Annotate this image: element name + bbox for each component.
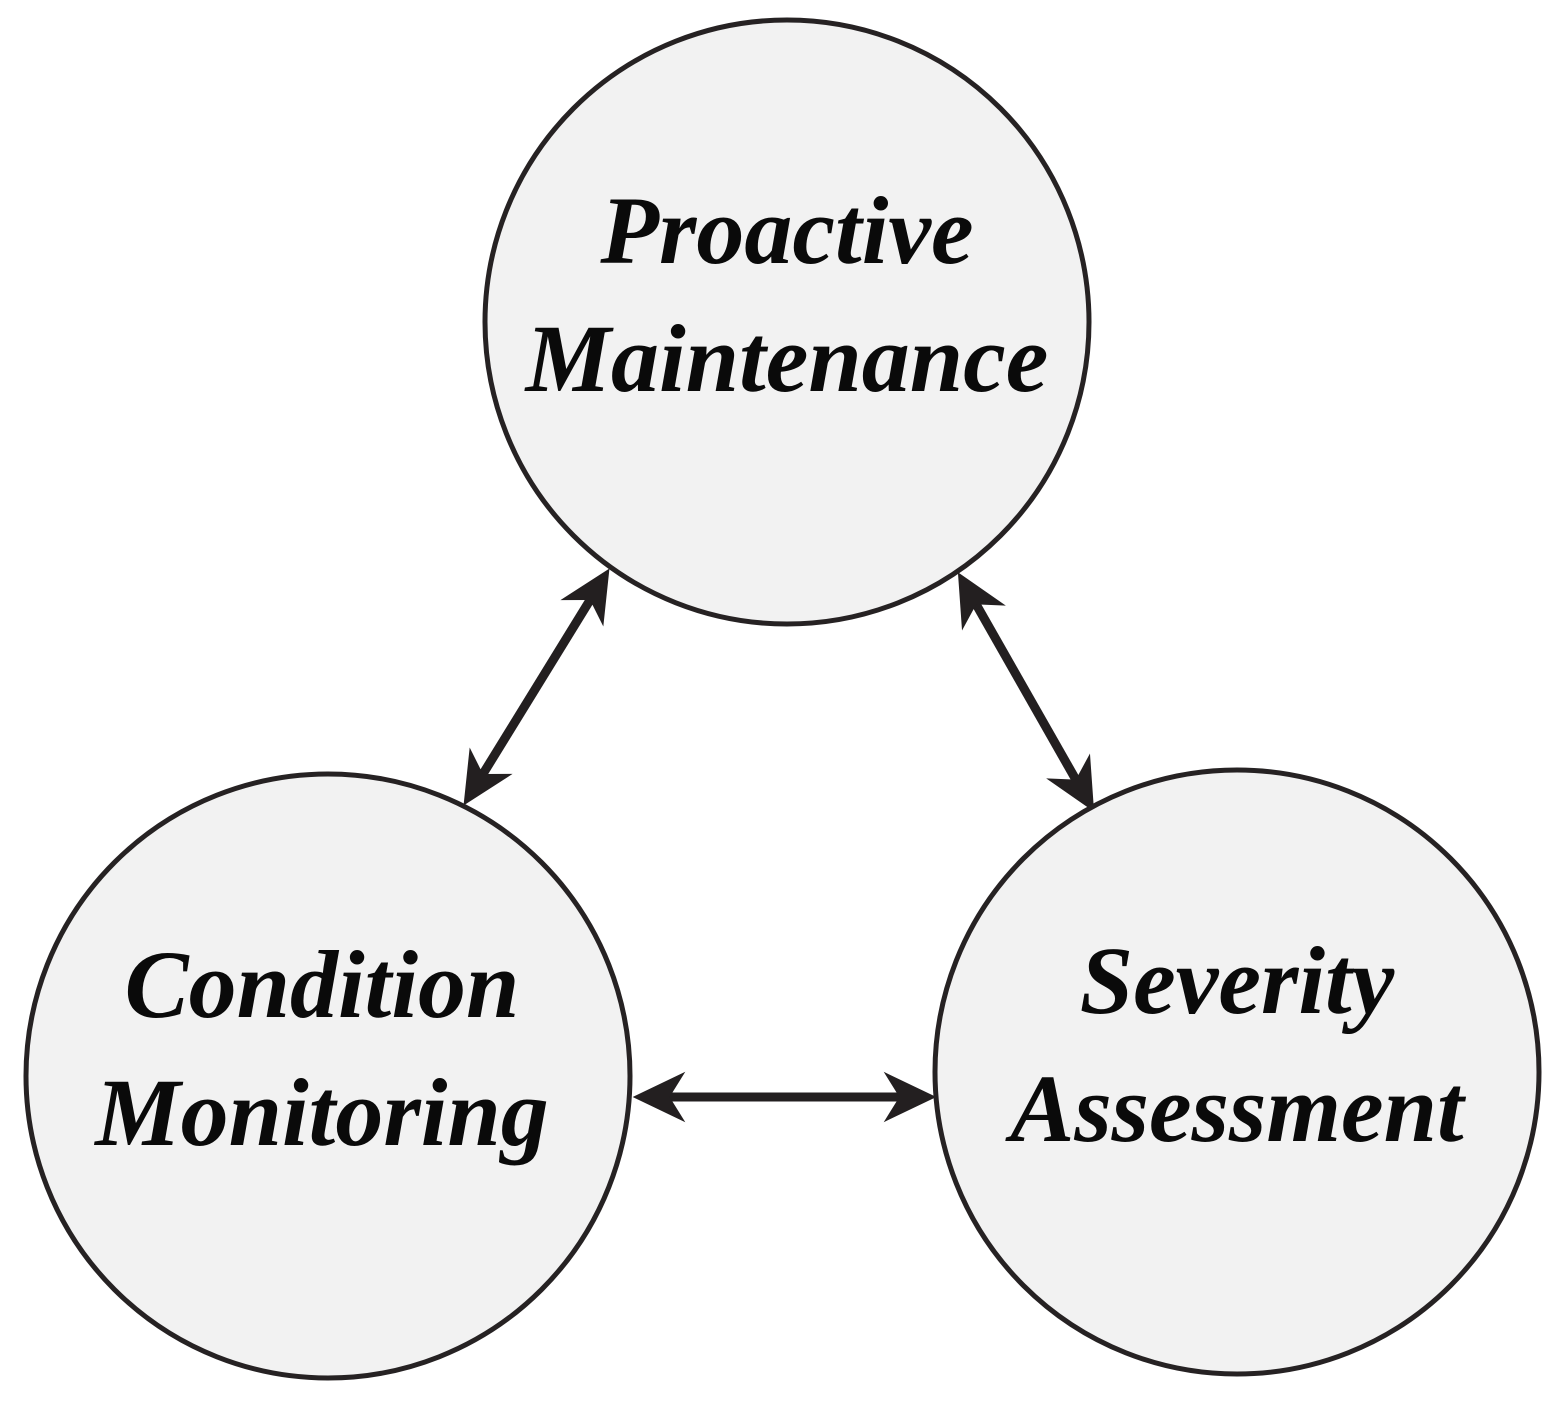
node-proactive-maintenance-circle <box>482 17 1092 627</box>
node-condition-monitoring-circle <box>23 771 633 1381</box>
arrow-proactive-maintenance-condition-monitoring <box>463 568 610 806</box>
edge-group <box>463 568 1095 1123</box>
node-proactive-maintenance: Proactive Maintenance <box>482 17 1092 627</box>
node-severity-assessment-label-line2: Assessment <box>1005 1055 1467 1162</box>
node-severity-assessment-circle <box>932 767 1542 1377</box>
node-proactive-maintenance-label-line1: Proactive <box>599 177 973 284</box>
node-condition-monitoring: Condition Monitoring <box>23 771 633 1381</box>
node-severity-assessment: Severity Assessment <box>932 767 1542 1377</box>
arrow-proactive-maintenance-severity-assessment <box>957 572 1095 812</box>
node-condition-monitoring-label-line1: Condition <box>125 931 520 1038</box>
node-condition-monitoring-label-line2: Monitoring <box>93 1059 549 1166</box>
node-severity-assessment-label-line1: Severity <box>1080 927 1395 1034</box>
node-proactive-maintenance-label-line2: Maintenance <box>524 305 1049 412</box>
